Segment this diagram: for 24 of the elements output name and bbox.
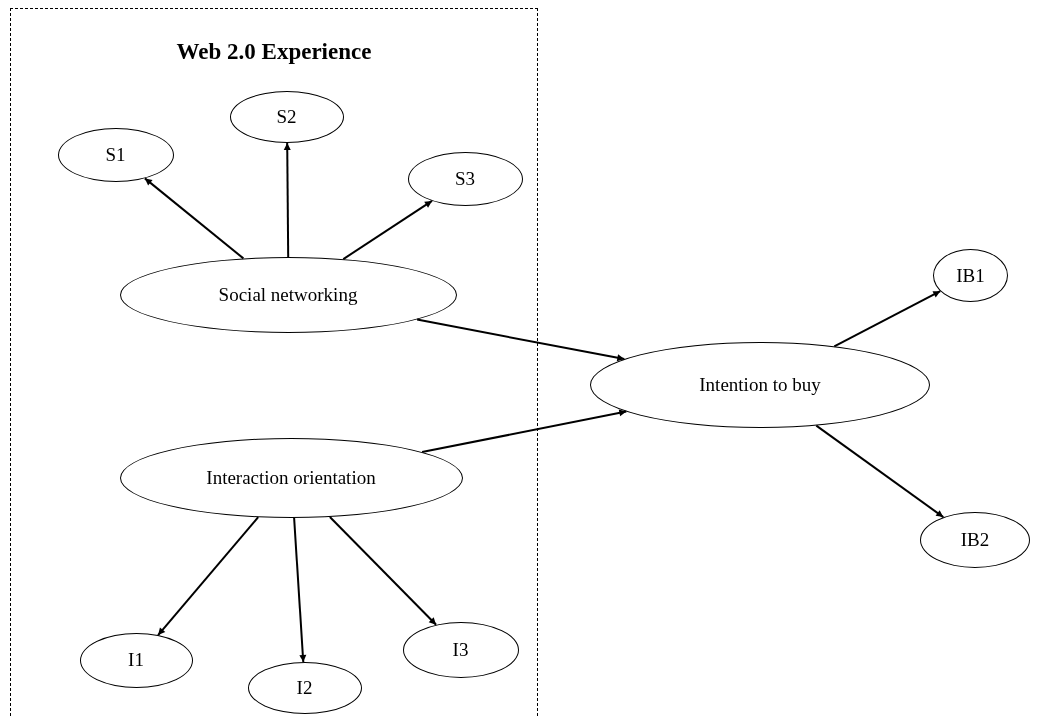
arrow bbox=[143, 177, 245, 260]
node-label: S2 bbox=[276, 105, 297, 128]
node-label: IB1 bbox=[956, 264, 985, 287]
arrow bbox=[328, 516, 438, 626]
node-label: S1 bbox=[105, 143, 126, 166]
node-label: I3 bbox=[452, 638, 469, 661]
group-boundary bbox=[10, 8, 538, 716]
node-label: IB2 bbox=[960, 529, 990, 551]
node-label: Social networking bbox=[218, 283, 358, 306]
arrow bbox=[815, 424, 945, 519]
arrow bbox=[416, 318, 626, 362]
node-label: S3 bbox=[454, 167, 476, 190]
arrow bbox=[293, 517, 307, 663]
group-title: Web 2.0 Experience bbox=[175, 39, 373, 65]
node-label: I2 bbox=[296, 676, 313, 699]
node-label: Interaction orientation bbox=[206, 466, 376, 489]
arrow bbox=[283, 142, 291, 258]
arrow bbox=[421, 409, 628, 454]
node-label: Intention to buy bbox=[699, 374, 821, 396]
node-label: I1 bbox=[128, 649, 144, 671]
ellipse-node bbox=[79, 632, 193, 688]
arrow bbox=[342, 199, 433, 261]
arrow bbox=[833, 290, 942, 348]
arrow bbox=[157, 516, 260, 637]
